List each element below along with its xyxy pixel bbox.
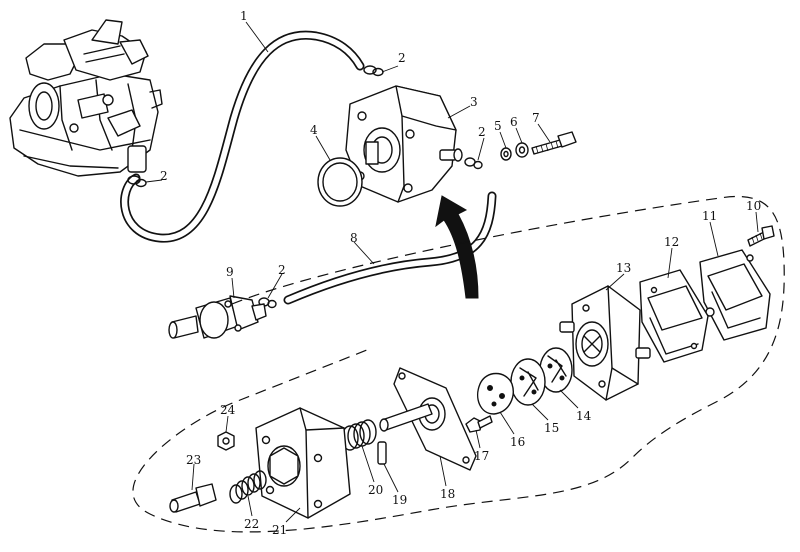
- o-ring: [317, 157, 363, 207]
- callout-2-carburetor: 2: [160, 169, 168, 183]
- pump-breakdown-boundary: [132, 196, 785, 533]
- callout-8: 8: [350, 231, 358, 245]
- callout-18: 18: [440, 487, 455, 501]
- callout-23: 23: [186, 453, 201, 467]
- assembly-arrow: [435, 195, 479, 299]
- callout-1: 1: [240, 9, 248, 23]
- fuel-filter: [168, 295, 267, 339]
- nut: [217, 431, 235, 451]
- valve-plate-14: [539, 347, 573, 393]
- bolt-10: [747, 225, 775, 247]
- callout-24: 24: [220, 403, 236, 417]
- gasket: [639, 269, 709, 363]
- diaphragm: [379, 367, 477, 471]
- callout-11: 11: [702, 209, 717, 223]
- callout-15: 15: [544, 421, 559, 435]
- spring-20: [341, 419, 377, 451]
- callout-9: 9: [226, 265, 234, 279]
- fuel-hose-8: [283, 191, 497, 305]
- screw-17: [465, 415, 493, 433]
- callout-14: 14: [576, 409, 592, 423]
- callout-22: 22: [244, 517, 259, 531]
- pump-body: [559, 285, 651, 401]
- spring-22: [229, 470, 267, 504]
- callout-6: 6: [510, 115, 518, 129]
- callout-labels: 1 2 2 2 2 3 4 5 6 7 8 9 10 11 12 13 14 1…: [160, 9, 761, 537]
- pin: [377, 441, 387, 465]
- callout-5: 5: [494, 119, 502, 133]
- hose-clip-carburetor: [127, 175, 147, 188]
- callout-12: 12: [664, 235, 679, 249]
- fuel-hose-1: [120, 30, 365, 243]
- carburetor-illustration: [9, 19, 163, 177]
- callout-2-pump: 2: [478, 125, 486, 139]
- pump-cover: [699, 249, 771, 341]
- callout-21: 21: [272, 523, 287, 537]
- bolt-7: [531, 131, 577, 155]
- washer-6: [515, 142, 529, 158]
- pump-base: [255, 407, 351, 519]
- washer-5: [500, 147, 512, 161]
- fuel-pump-assembly: [345, 85, 463, 203]
- callout-4: 4: [310, 123, 318, 137]
- hose-clip-pump: [464, 157, 483, 170]
- callout-13: 13: [616, 261, 631, 275]
- leader-lines: [145, 21, 759, 523]
- retainer-plate: [476, 372, 514, 415]
- callout-2-top: 2: [398, 51, 406, 65]
- callout-7: 7: [532, 111, 540, 125]
- hose-nipple: [169, 483, 217, 513]
- valve-plate-15: [510, 358, 546, 406]
- callout-3: 3: [470, 95, 478, 109]
- callout-17: 17: [474, 449, 489, 463]
- callout-19: 19: [392, 493, 407, 507]
- callout-16: 16: [510, 435, 525, 449]
- callout-10: 10: [746, 199, 761, 213]
- callout-20: 20: [368, 483, 383, 497]
- callout-2-filter: 2: [278, 263, 286, 277]
- hose-clip-top: [363, 65, 384, 77]
